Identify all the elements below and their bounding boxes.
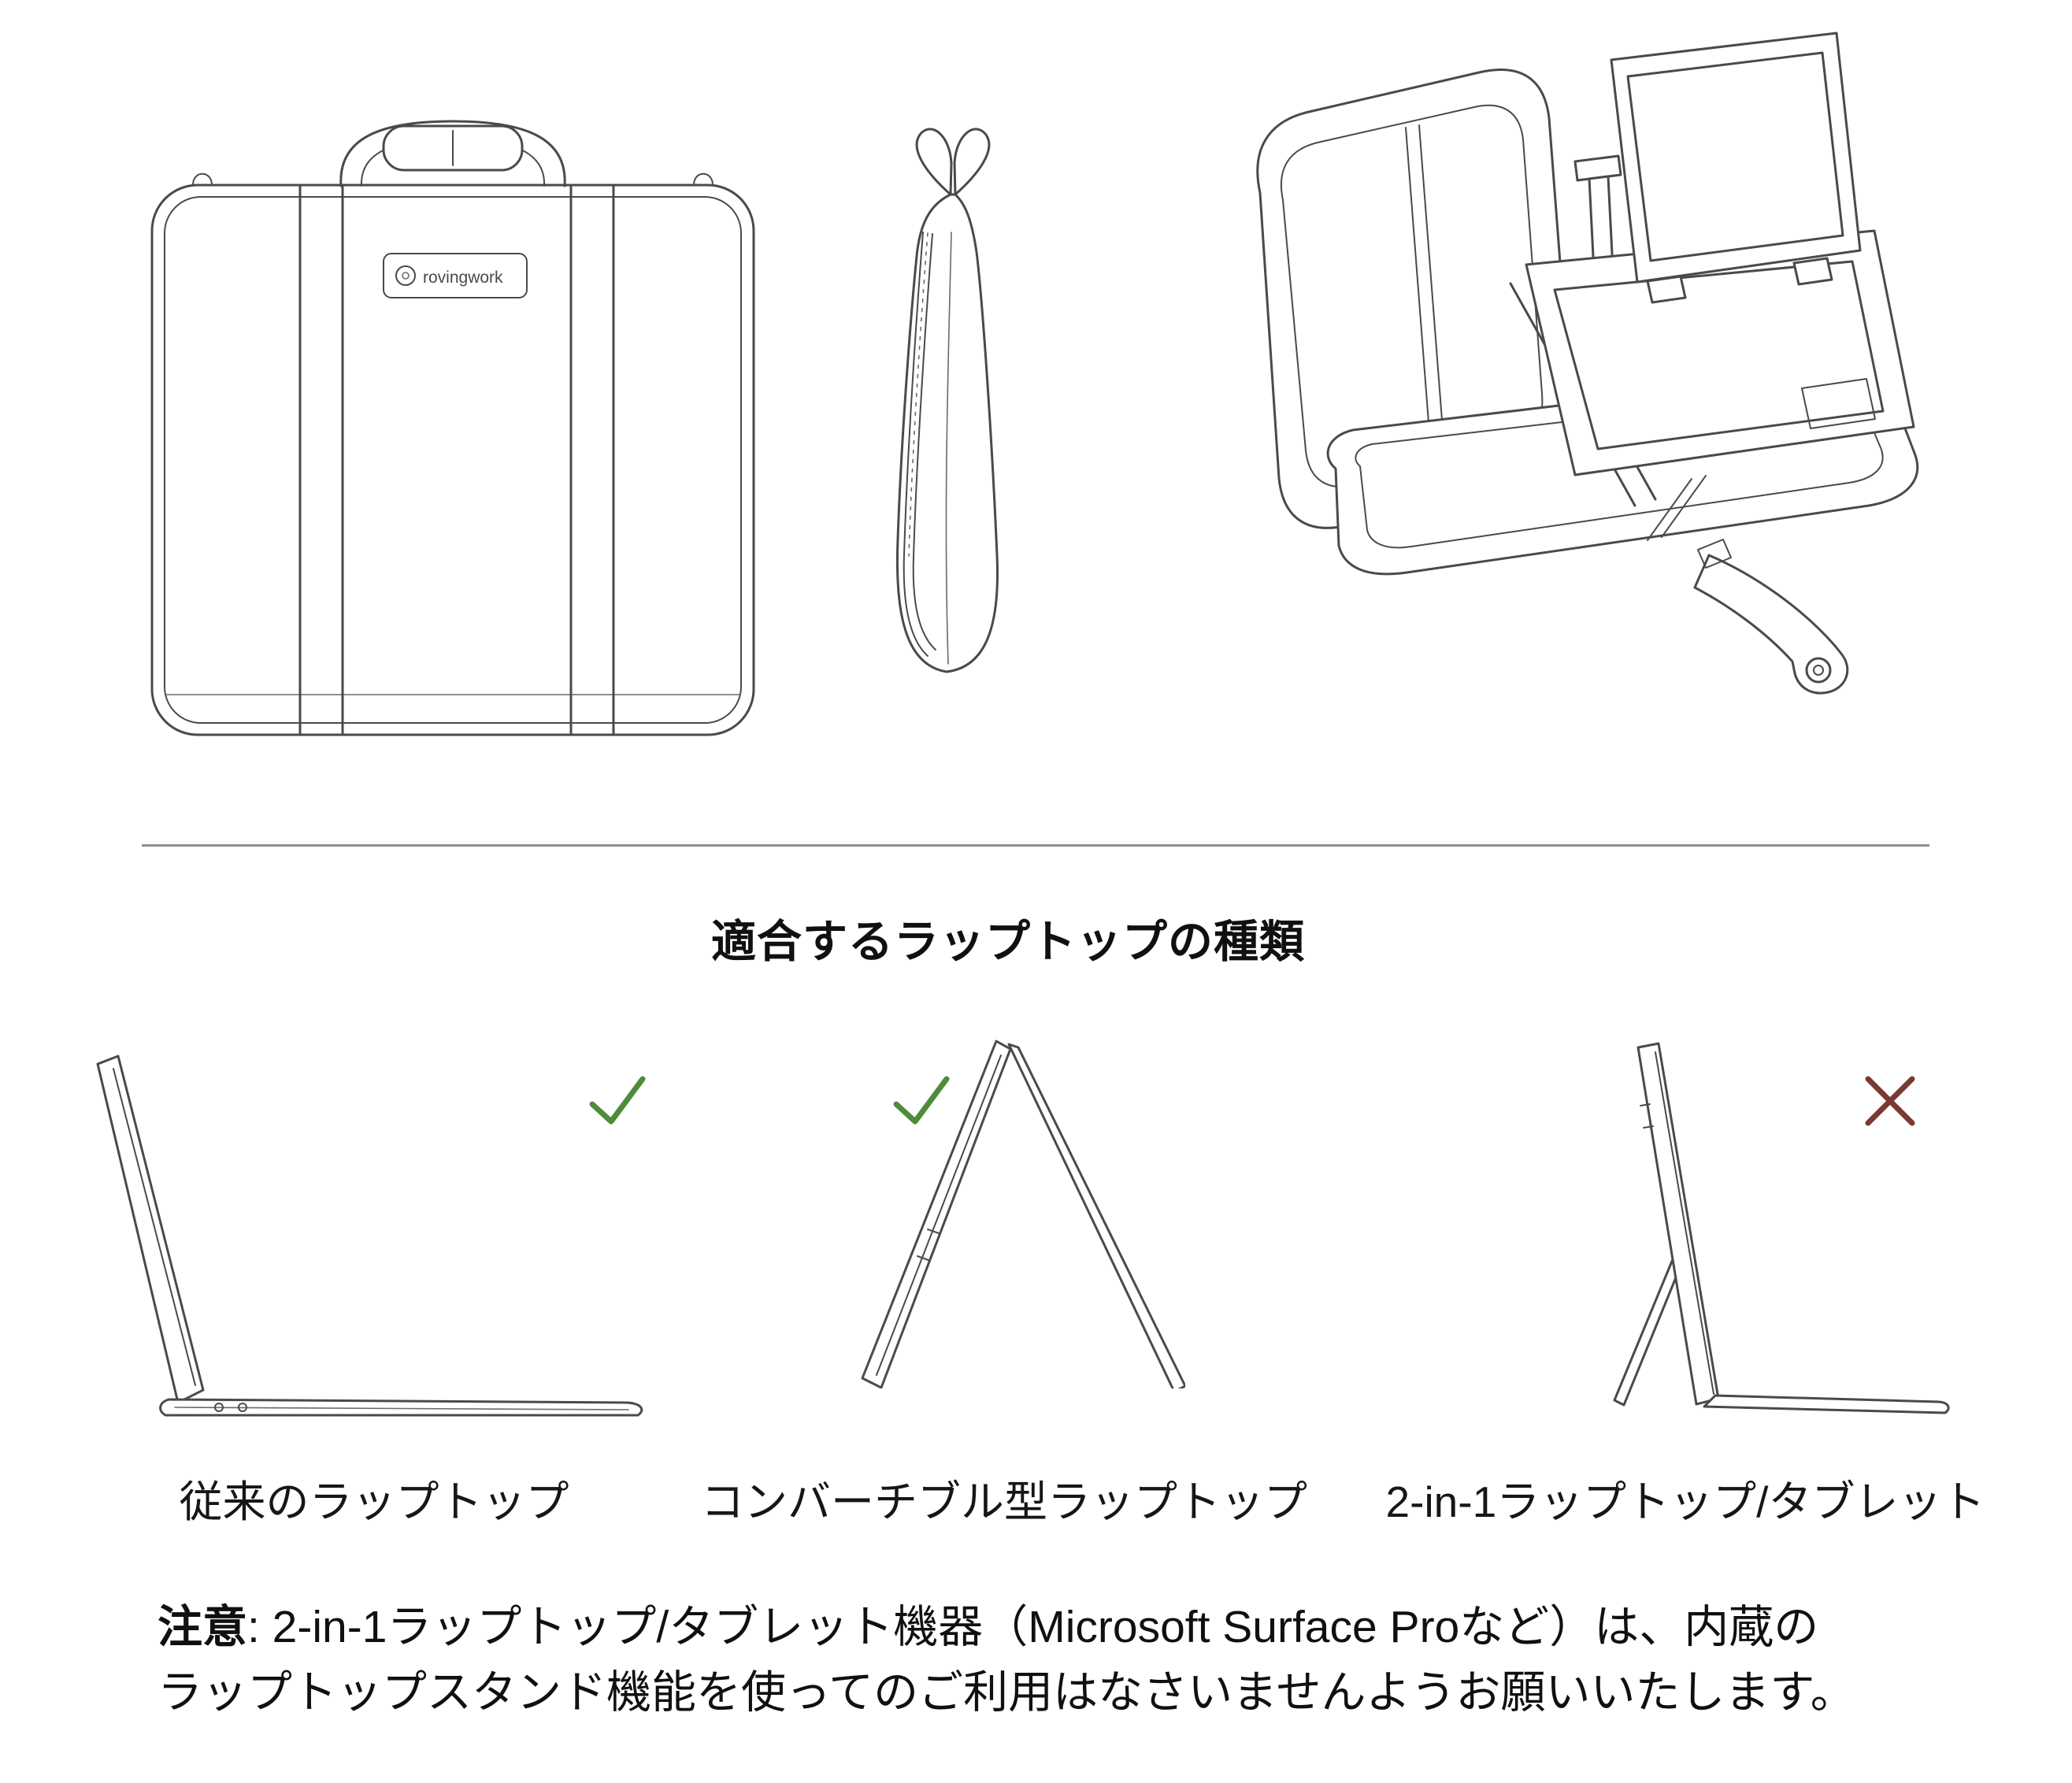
snap-strap <box>1693 554 1849 695</box>
two-in-one-laptop-illustration <box>1613 1042 1950 1414</box>
tent-port <box>917 1229 940 1261</box>
note-line2: ラップトップスタンド機能を使ってのご利用はなさいませんようお願いいたします。 <box>158 1666 1855 1718</box>
laptop-screen <box>96 1055 205 1404</box>
tent-right-panel <box>1007 1043 1185 1388</box>
brand-logo-text: rovingwork <box>423 269 503 287</box>
bag-side-body <box>895 193 999 673</box>
monitor-hinge-left <box>1646 275 1687 304</box>
laptop-port <box>214 1403 224 1412</box>
divider <box>142 844 1929 847</box>
compat-label-traditional: 従来のラップトップ <box>179 1477 569 1526</box>
monitor-hinge-right <box>1792 257 1833 286</box>
zipper-line <box>903 232 929 657</box>
laptop-port <box>238 1403 247 1412</box>
strap-ring-left <box>192 172 213 186</box>
laptop-stand-bar <box>1573 154 1622 182</box>
tablet-port <box>1640 1103 1654 1129</box>
strap-ring-right <box>693 172 714 186</box>
note-line1: : 2-in-1ラップトップ/タブレット機器（Microsoft Surface… <box>247 1602 1819 1652</box>
bag-handle <box>339 120 566 187</box>
laptop-trackpad <box>1801 378 1876 429</box>
snap-strap-loop <box>1697 539 1732 569</box>
bag-strap-left <box>298 184 344 735</box>
traditional-laptop-illustration <box>96 1055 643 1417</box>
laptop-base <box>159 1398 643 1417</box>
detachable-keyboard <box>1703 1394 1950 1414</box>
cross-icon <box>1865 1076 1915 1126</box>
section-heading: 適合するラップトップの種類 <box>711 917 1305 967</box>
lid-pocket-zipper <box>1405 127 1433 464</box>
snap-button <box>1805 657 1832 684</box>
convertible-laptop-illustration <box>861 1040 1185 1388</box>
compat-label-2in1: 2-in-1ラップトップ/タブレット <box>1385 1477 1985 1526</box>
note-text: 注意: 2-in-1ラップトップ/タブレット機器（Microsoft Surfa… <box>158 1595 1985 1725</box>
brand-logo-icon <box>395 265 416 286</box>
bag-front-view-illustration: rovingwork <box>150 120 755 736</box>
compat-label-convertible: コンバーチブル型ラップトップ <box>700 1477 1307 1526</box>
check-icon <box>589 1076 646 1125</box>
bag-body <box>150 183 755 736</box>
check-icon <box>893 1076 950 1125</box>
bag-strap-right <box>569 184 615 735</box>
bag-open-view-illustration <box>1256 32 1919 695</box>
note-prefix: 注意 <box>158 1602 247 1652</box>
external-monitor <box>1610 32 1862 284</box>
stand-legs <box>1647 475 1707 541</box>
zipper-pulls <box>915 128 953 196</box>
brand-logo-patch <box>383 253 528 298</box>
bag-side-view-illustration <box>895 128 999 673</box>
